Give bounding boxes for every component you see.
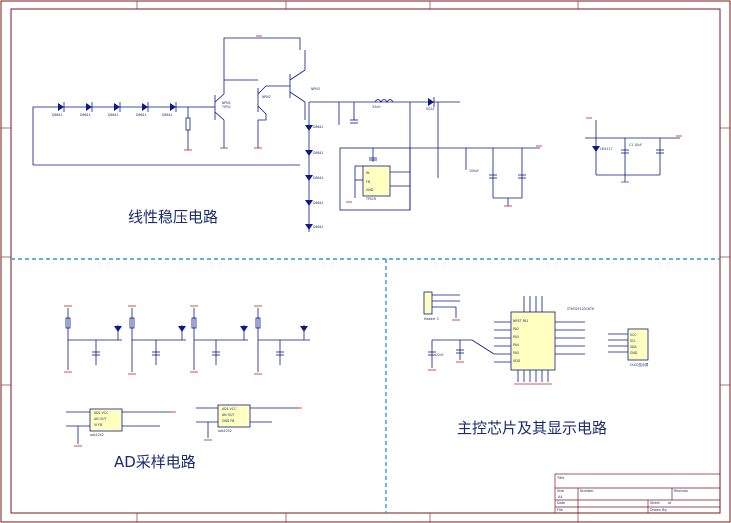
title-block <box>554 473 721 514</box>
svg-text:VDD: VDD <box>513 359 521 363</box>
svg-text:PA3: PA3 <box>513 335 519 339</box>
svg-text:D8641: D8641 <box>313 151 324 155</box>
ad-sampling-circuit <box>65 308 310 444</box>
of-label: of <box>668 501 672 505</box>
svg-text:D8641: D8641 <box>313 176 324 180</box>
main-control-circuit <box>423 291 649 382</box>
svg-text:ads1052: ads1052 <box>90 433 104 437</box>
title-label: Title <box>556 476 564 480</box>
svg-text:D8641: D8641 <box>80 113 91 117</box>
svg-text:IN: IN <box>366 171 370 175</box>
svg-text:GND: GND <box>630 351 638 355</box>
svg-text:22uF: 22uF <box>436 353 444 357</box>
svg-text:VCC: VCC <box>630 333 637 337</box>
ground-symbols-main <box>428 319 552 385</box>
size-value: A4 <box>558 495 562 499</box>
svg-text:LM1117: LM1117 <box>600 147 613 151</box>
svg-text:SCL: SCL <box>630 339 636 343</box>
svg-text:PA2: PA2 <box>513 327 519 331</box>
svg-text:PA5: PA5 <box>513 351 519 355</box>
svg-text:PA4: PA4 <box>513 343 519 347</box>
svg-text:C1 10uF: C1 10uF <box>629 143 642 147</box>
svg-text:D8641: D8641 <box>313 125 324 129</box>
svg-text:D8641: D8641 <box>136 113 147 117</box>
number-label: Number <box>580 489 594 493</box>
svg-text:D8641: D8641 <box>313 225 324 229</box>
section-title-ad-sampling: AD采样电路 <box>114 453 196 471</box>
svg-text:GND: GND <box>366 188 374 192</box>
svg-text:GND FB: GND FB <box>222 419 234 423</box>
ground-symbols-ad <box>64 305 302 447</box>
svg-text:AN OUT: AN OUT <box>222 413 234 417</box>
svg-text:D8641: D8641 <box>108 113 119 117</box>
svg-text:AN OUT: AN OUT <box>94 417 106 421</box>
svg-text:SS34: SS34 <box>426 107 434 111</box>
svg-text:D8641: D8641 <box>313 201 324 205</box>
revision-label: Revision <box>674 489 688 493</box>
svg-text:TIP41: TIP41 <box>221 105 231 109</box>
svg-text:SDA: SDA <box>630 345 637 349</box>
svg-text:D8641: D8641 <box>52 113 63 117</box>
file-label: File <box>557 508 563 512</box>
svg-text:NPN2: NPN2 <box>262 95 271 99</box>
drawn-by-label: Drawn By: <box>650 508 667 512</box>
svg-text:100uF: 100uF <box>469 169 479 173</box>
svg-text:NRST PA1: NRST PA1 <box>513 319 529 323</box>
svg-text:Header 3: Header 3 <box>424 317 439 321</box>
svg-text:33uH: 33uH <box>372 105 381 109</box>
svg-text:AD1 VCC: AD1 VCC <box>94 411 109 415</box>
svg-text:D8641: D8641 <box>162 113 173 117</box>
svg-text:ads1052: ads1052 <box>218 429 232 433</box>
sheet-label: Sheet <box>650 501 660 505</box>
linear-regulator-circuit <box>32 37 680 232</box>
section-dividers <box>11 258 720 513</box>
svg-text:NPN3: NPN3 <box>311 87 320 91</box>
title-block-labels: Title Size A4 Number Revision Date File … <box>556 476 688 512</box>
svg-text:FB: FB <box>366 180 370 184</box>
svg-text:OLED显示屏: OLED显示屏 <box>630 363 649 367</box>
svg-text:VI FB: VI FB <box>94 423 102 427</box>
svg-text:STM32F103C8T6: STM32F103C8T6 <box>567 307 594 311</box>
ground-symbols-top <box>184 35 682 207</box>
size-label: Size <box>557 489 564 493</box>
svg-text:TPS1R: TPS1R <box>365 197 377 201</box>
section-title-main-control: 主控芯片及其显示电路 <box>457 419 607 437</box>
part-labels-ad: AD1 VCC AN OUT VI FB ads1052 AD1 VCC AN OUT… <box>90 407 237 437</box>
svg-text:AD1 VCC: AD1 VCC <box>222 407 237 411</box>
section-title-linear-regulator: 线性稳压电路 <box>128 208 218 226</box>
date-label: Date <box>557 501 565 505</box>
svg-text:NPN1: NPN1 <box>222 101 231 105</box>
